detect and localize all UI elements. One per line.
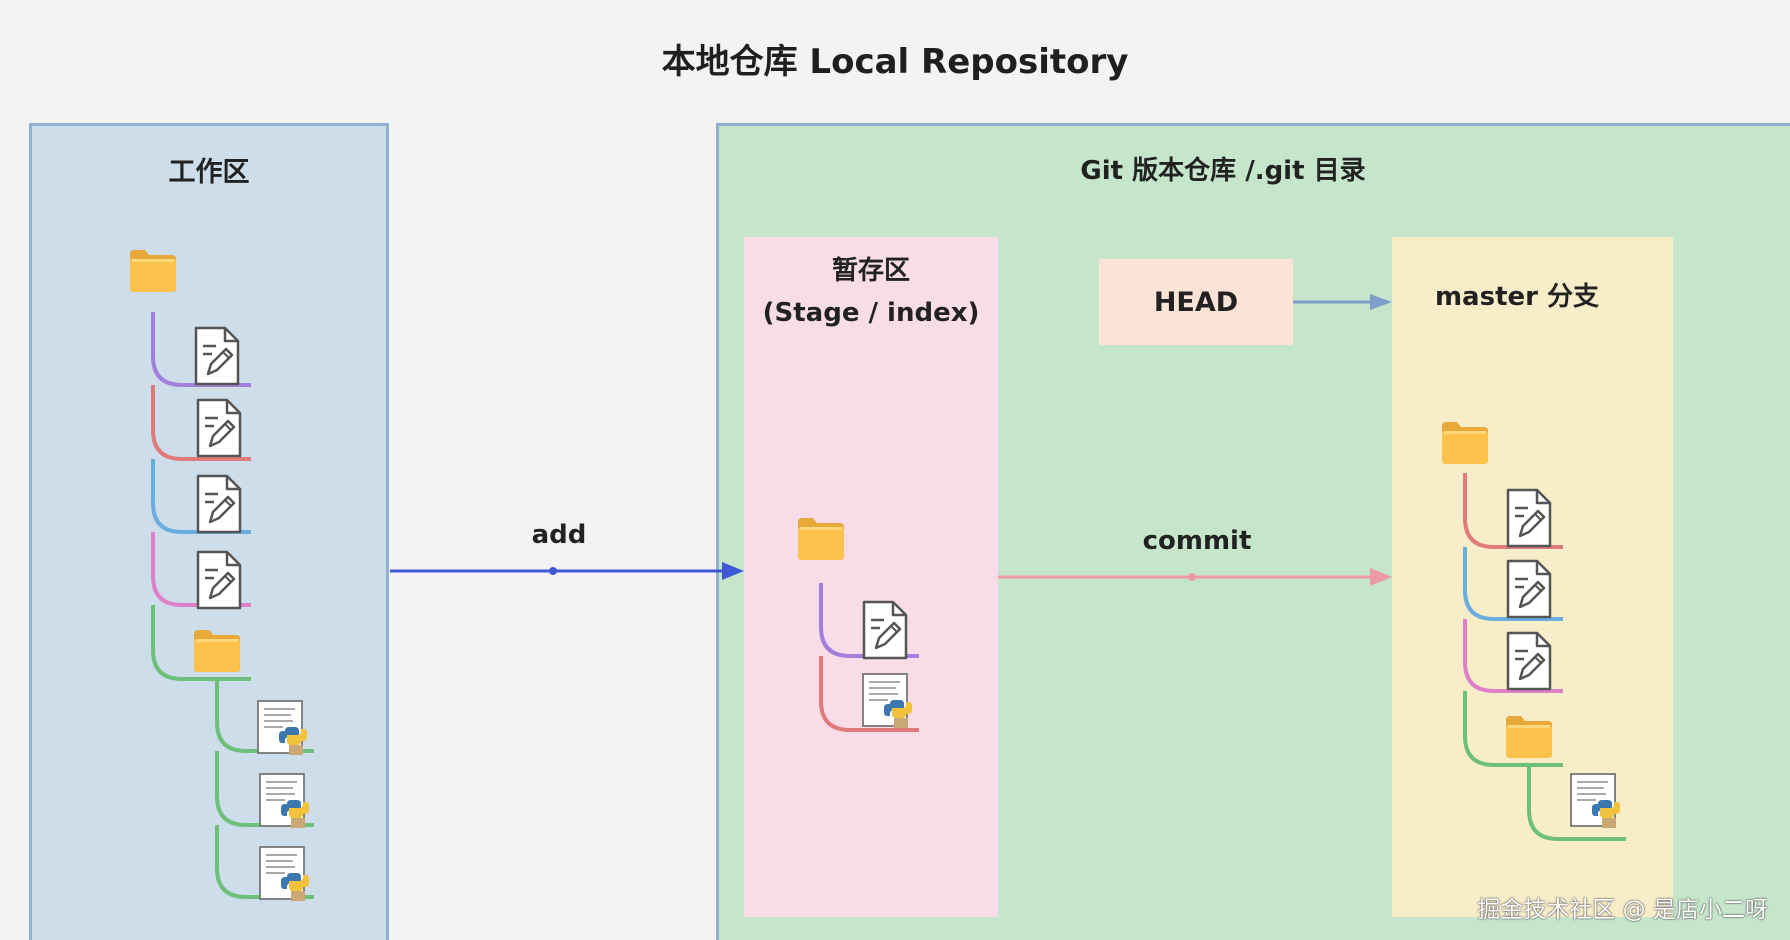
python-file-icon — [1570, 773, 1621, 829]
folder-icon — [798, 518, 844, 560]
add-arrow-label: add — [531, 520, 587, 550]
python-file-icon — [259, 846, 310, 902]
head-arrow — [1293, 294, 1392, 310]
folder-icon — [1442, 422, 1488, 464]
stage-sublabel: (Stage / index) — [762, 298, 980, 328]
diagram-title: 本地仓库 Local Repository — [661, 42, 1129, 82]
document-icon — [1506, 631, 1552, 691]
python-file-icon — [257, 700, 308, 756]
git-repo-label: Git 版本仓库 /.git 目录 — [1080, 156, 1366, 186]
python-file-icon — [862, 673, 913, 729]
document-icon — [196, 474, 242, 534]
workspace-tree — [130, 250, 314, 902]
commit-arrow — [998, 568, 1392, 586]
commit-arrow-label: commit — [1142, 526, 1252, 556]
stage-label: 暂存区 — [831, 256, 910, 286]
document-icon — [196, 398, 242, 458]
head-box: HEAD — [1099, 259, 1293, 345]
watermark: 掘金技术社区 @ 是店小二呀 — [1477, 897, 1768, 923]
master-tree — [1442, 422, 1626, 841]
stage-panel — [744, 237, 998, 917]
document-icon — [1506, 559, 1552, 619]
add-arrow — [390, 562, 744, 580]
document-icon — [194, 326, 240, 386]
folder-icon — [194, 630, 240, 672]
master-branch-label: master 分支 — [1434, 282, 1600, 312]
document-icon — [862, 600, 908, 660]
stage-tree — [798, 518, 919, 732]
folder-icon — [130, 250, 176, 292]
head-label: HEAD — [1153, 286, 1239, 318]
folder-icon — [1506, 716, 1552, 758]
document-icon — [196, 550, 242, 610]
document-icon — [1506, 488, 1552, 548]
workspace-label: 工作区 — [168, 157, 250, 188]
python-file-icon — [259, 773, 310, 829]
